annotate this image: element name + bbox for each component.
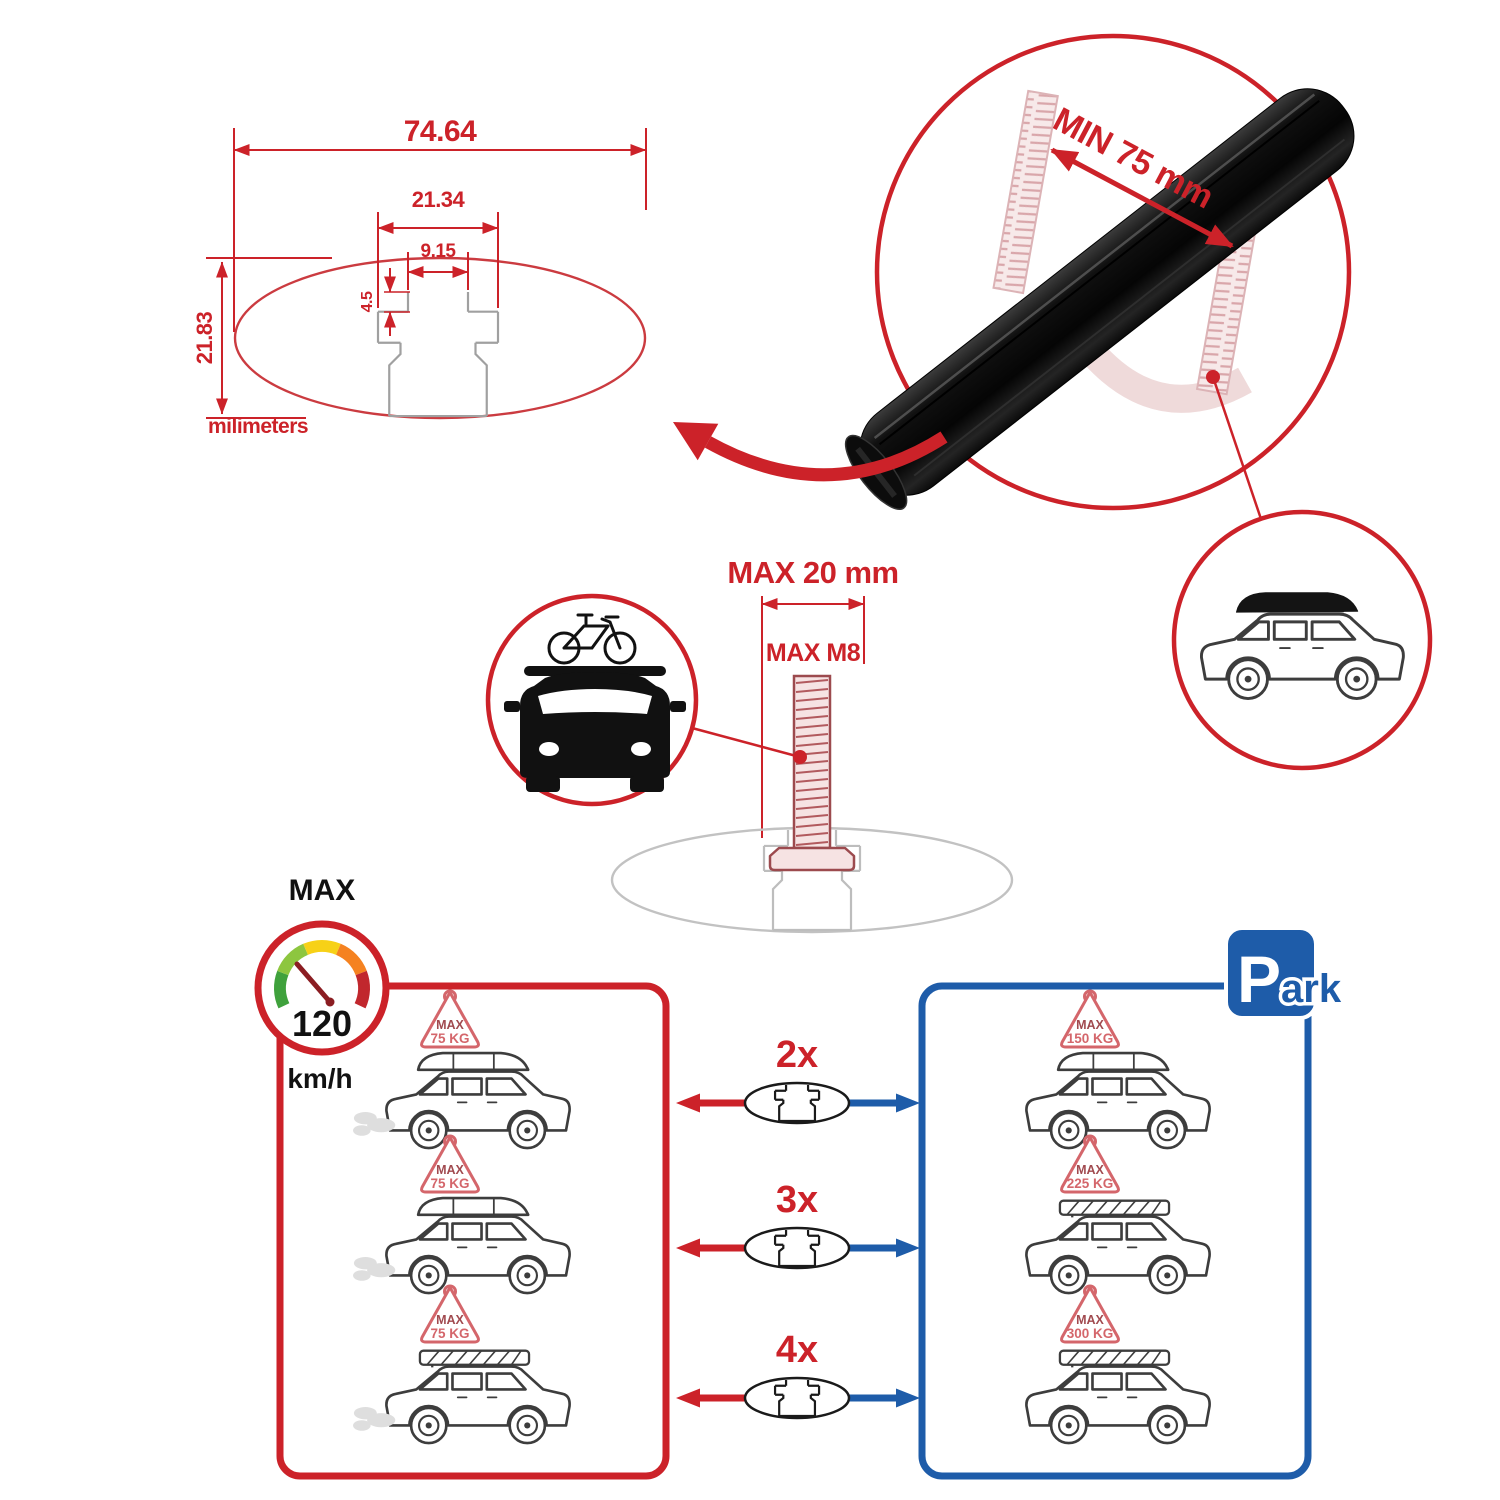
dim-total-width: 74.64 <box>404 115 477 148</box>
u-bolt-illustration <box>992 89 1259 413</box>
load-tag: MAX 225 KG <box>1060 1134 1120 1194</box>
crossbar-section-icon <box>743 1226 851 1270</box>
bar-count-label: 4x <box>776 1329 818 1371</box>
load-tag: MAX 150 KG <box>1060 989 1120 1049</box>
right-arrow-icon <box>896 1238 920 1258</box>
left-arrow-icon <box>676 1238 700 1258</box>
bolt-max-length-label: MAX 20 mm <box>727 555 898 590</box>
crossbar-section-icon <box>743 1376 851 1420</box>
roofbox-suv-icon <box>1199 592 1405 700</box>
load-tag: MAX 75 KG <box>420 989 480 1049</box>
car-illustration <box>1025 1199 1211 1295</box>
parking-panel <box>918 982 1312 1480</box>
crossbar-detail-circle: MIN 75 mm <box>844 33 1355 520</box>
bolt-diagram: MAX 20 mm MAX M8 <box>610 555 1014 934</box>
bolt-thread-label: MAX M8 <box>766 639 861 667</box>
bolt-dimension-lines <box>761 596 865 838</box>
tag-max-label: MAX <box>436 1018 464 1032</box>
load-tag: MAX 300 KG <box>1060 1284 1120 1344</box>
dim-lip-height: 4.5 <box>359 291 376 312</box>
right-arrow-icon <box>896 1388 920 1408</box>
load-tag: MAX 75 KG <box>420 1284 480 1344</box>
park-sign-letter: P <box>1237 942 1281 1016</box>
car-illustration <box>353 1051 571 1150</box>
crossbar-section-outline <box>233 256 647 420</box>
speed-units: km/h <box>287 1063 352 1094</box>
bike-car-icon <box>504 613 686 792</box>
crossbar-section-icon <box>743 1081 851 1125</box>
t-bolt-illustration <box>768 674 856 872</box>
min-span-arrow <box>1050 147 1234 249</box>
tag-kg-label: 75 KG <box>430 1326 469 1341</box>
dim-bar-height: 21.83 <box>192 311 217 364</box>
car-illustration <box>353 1196 571 1295</box>
detail-dot <box>1206 370 1220 384</box>
car-illustration <box>1025 1051 1211 1150</box>
dim-channel-width: 21.34 <box>412 187 466 212</box>
dim-opening-width: 9.15 <box>421 241 457 262</box>
speed-gauge-icon: MAX 120 km/h <box>254 874 390 1094</box>
load-tag: MAX 75 KG <box>420 1134 480 1194</box>
units-label: milimeters <box>208 415 308 438</box>
crossbar-dimension-diagram: 74.64 21.34 9.15 4.5 21.83 milimeters <box>192 115 647 438</box>
dimension-lines <box>206 128 647 419</box>
bar-count-rows: 2x 3x 4x <box>676 1034 920 1420</box>
tag-kg-label: 150 KG <box>1067 1031 1114 1046</box>
tag-max-label: MAX <box>1076 1313 1104 1327</box>
bike-car-circle <box>485 593 699 807</box>
zoom-arrow <box>673 422 948 482</box>
tag-max-label: MAX <box>1076 1018 1104 1032</box>
driving-cars: MAX 75 KG MAX 75 KG MAX 75 KG <box>353 989 571 1445</box>
left-arrow-icon <box>676 1093 700 1113</box>
tag-max-label: MAX <box>1076 1163 1104 1177</box>
bolt-connector-line <box>691 726 801 759</box>
bolt-dot <box>793 750 807 764</box>
detail-connector-line <box>1211 376 1263 520</box>
tag-kg-label: 300 KG <box>1067 1326 1114 1341</box>
bar-count-label: 2x <box>776 1034 818 1076</box>
left-arrow-icon <box>676 1388 700 1408</box>
park-sign: P ark <box>1224 926 1345 1020</box>
parked-cars: MAX 150 KG MAX 225 KG MAX 300 KG <box>1025 989 1211 1445</box>
driving-panel <box>276 982 670 1480</box>
roofbox-suv-circle <box>1171 509 1433 771</box>
tag-kg-label: 225 KG <box>1067 1176 1114 1191</box>
tag-max-label: MAX <box>436 1163 464 1177</box>
car-illustration <box>1025 1349 1211 1445</box>
car-illustration <box>353 1349 571 1445</box>
tag-kg-label: 75 KG <box>430 1031 469 1046</box>
crossbar-profile-lines <box>378 292 498 416</box>
tag-max-label: MAX <box>436 1313 464 1327</box>
right-arrow-icon <box>896 1093 920 1113</box>
tag-kg-label: 75 KG <box>430 1176 469 1191</box>
park-sign-rest: ark <box>1281 967 1342 1011</box>
speed-value: 120 <box>292 1003 352 1044</box>
bar-count-label: 3x <box>776 1179 818 1221</box>
speed-max-label: MAX <box>289 874 356 907</box>
